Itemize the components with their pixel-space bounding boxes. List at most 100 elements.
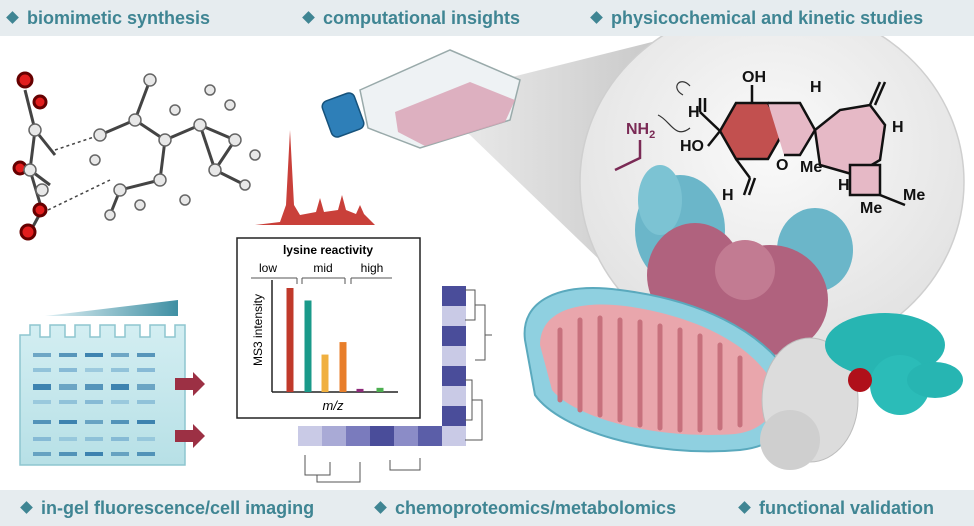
gel-band <box>111 452 129 456</box>
label-physicochemical-kinetic: physicochemical and kinetic studies <box>590 0 924 36</box>
cell-culture-flask <box>321 49 521 149</box>
label-computational-insights: computational insights <box>302 0 521 36</box>
gel-band <box>137 368 155 372</box>
label-in-gel-fluorescence: in-gel fluorescence/cell imaging <box>20 490 315 526</box>
mitochondrion <box>523 287 799 453</box>
heatmap-cell <box>442 286 466 306</box>
structure-ring-o: O <box>776 157 788 174</box>
heatmap-cell <box>442 386 466 406</box>
diamond-bullet-icon <box>738 501 751 514</box>
gel-band <box>59 353 77 357</box>
gel-band <box>33 400 51 404</box>
gel-band <box>111 384 129 390</box>
protein-complex <box>635 165 853 355</box>
lysine-reactivity-chart: lysine reactivity low mid high MS3 inten… <box>236 237 421 419</box>
illustration-canvas: lysine reactivity low mid high MS3 inten… <box>12 36 965 483</box>
gel-band <box>33 452 51 456</box>
structure-labels: OH HO H H O Me H H H Me Me <box>680 69 925 217</box>
gel-band <box>111 437 129 441</box>
structure-h-1: H <box>810 79 822 96</box>
bar-0 <box>286 288 294 392</box>
gel-band <box>111 368 129 372</box>
heatmap-cell <box>418 426 442 446</box>
3d-molecule-model <box>12 71 261 241</box>
group-label-low: low <box>259 261 277 275</box>
gel-band <box>137 437 155 441</box>
x-axis-label: m/z <box>323 398 344 413</box>
label-text: physicochemical and kinetic studies <box>611 8 924 28</box>
gel-band <box>59 452 77 456</box>
heatmap-cell <box>346 426 370 446</box>
structure-h-aldehyde-1: H <box>688 104 700 121</box>
gel-band <box>137 400 155 404</box>
label-chemoproteomics: chemoproteomics/metabolomics <box>374 490 677 526</box>
gel-band <box>33 437 51 441</box>
lysine-amine: NH2 <box>614 81 691 172</box>
amine-label: NH2 <box>626 121 655 141</box>
gel-band <box>59 400 77 404</box>
heatmap-cell <box>298 426 322 446</box>
gel-band <box>33 420 51 424</box>
bar-4 <box>356 388 364 392</box>
bar-5 <box>376 387 384 392</box>
heatmap-cell <box>442 366 466 386</box>
gel-band <box>137 420 155 424</box>
amine-text: NH <box>626 121 649 138</box>
label-text: chemoproteomics/metabolomics <box>395 498 677 518</box>
label-biomimetic-synthesis: biomimetic synthesis <box>6 0 210 36</box>
label-text: in-gel fluorescence/cell imaging <box>41 498 315 518</box>
heatmap-cell <box>442 346 466 366</box>
gel-band <box>111 400 129 404</box>
structure-h-3: H <box>838 177 850 194</box>
bar-2 <box>321 354 329 392</box>
structure-h-2: H <box>892 119 904 136</box>
structure-me-2: Me <box>860 200 882 217</box>
heatmap-cell <box>442 406 466 426</box>
heatmap-panel <box>298 286 492 483</box>
gel-band <box>111 420 129 424</box>
gel-slab <box>19 324 186 466</box>
gel-band <box>59 437 77 441</box>
heatmap-cell <box>442 326 466 346</box>
gel-band <box>33 353 51 357</box>
bottom-banner <box>0 490 974 526</box>
gel-band <box>33 368 51 372</box>
label-text: functional validation <box>759 498 935 518</box>
top-banner <box>0 0 974 36</box>
gel-band <box>85 353 103 357</box>
gel-band <box>59 368 77 372</box>
protein-surface <box>760 313 963 470</box>
gel-band <box>85 384 103 390</box>
structure-oh-top: OH <box>742 69 766 86</box>
diamond-bullet-icon <box>20 501 33 514</box>
structure-me-3: Me <box>903 187 925 204</box>
gel-band <box>33 384 51 390</box>
arrow-left-icon <box>175 424 205 448</box>
group-label-mid: mid <box>313 261 332 275</box>
bar-3 <box>339 342 347 392</box>
amine-subscript: 2 <box>649 129 655 141</box>
gradient-wedge <box>45 300 178 316</box>
label-text: computational insights <box>323 8 521 28</box>
diamond-bullet-icon <box>6 11 19 24</box>
gel-band <box>85 368 103 372</box>
arrow-left-icon <box>175 372 205 396</box>
ms-spectrum-peaks <box>255 130 375 225</box>
heatmap-cell <box>394 426 418 446</box>
heatmap-cell <box>442 306 466 326</box>
chemical-structure <box>698 81 906 207</box>
group-brackets <box>251 277 392 284</box>
heatmap-cell <box>370 426 394 446</box>
chart-title: lysine reactivity <box>283 243 373 257</box>
diamond-bullet-icon <box>302 11 315 24</box>
diamond-bullet-icon <box>590 11 603 24</box>
gel-band <box>111 353 129 357</box>
gel-band <box>137 452 155 456</box>
structure-me-1: Me <box>800 159 822 176</box>
diamond-bullet-icon <box>374 501 387 514</box>
gel-panel <box>19 300 205 466</box>
y-axis-label: MS3 intensity <box>251 294 265 366</box>
structure-h-aldehyde-2: H <box>722 187 734 204</box>
heatmap-cell <box>322 426 346 446</box>
gel-band <box>85 400 103 404</box>
